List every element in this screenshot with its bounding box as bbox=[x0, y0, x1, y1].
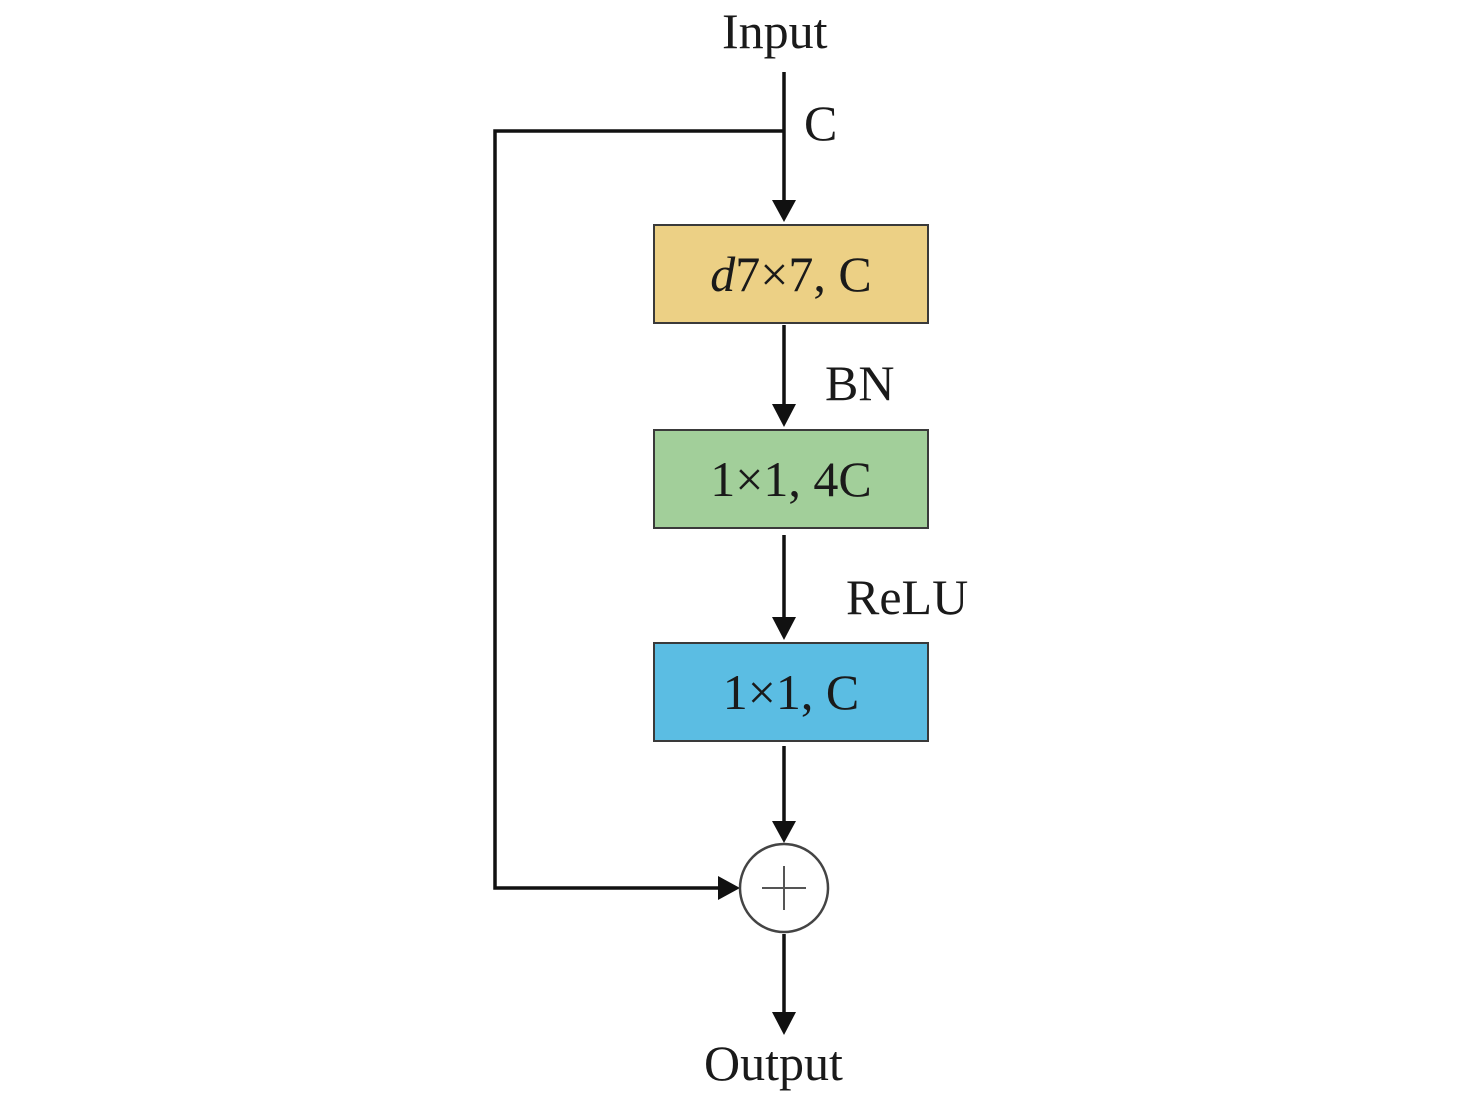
depthwise-conv-label: 7×7, C bbox=[735, 246, 872, 302]
pointwise-project-label: 1×1, C bbox=[722, 664, 860, 720]
arrow-to-output bbox=[772, 1012, 796, 1035]
plus-icon bbox=[762, 866, 806, 910]
channel-label: C bbox=[804, 95, 838, 151]
skip-connection-arrow bbox=[718, 876, 740, 900]
arrow-to-block3 bbox=[772, 617, 796, 640]
skip-connection-line bbox=[493, 129, 784, 890]
pointwise-expand-block: 1×1, 4C bbox=[653, 429, 929, 529]
input-label: Input bbox=[722, 3, 828, 59]
depthwise-prefix: d bbox=[710, 246, 736, 302]
arrow-to-block1 bbox=[772, 200, 796, 222]
bn-label: BN bbox=[825, 355, 895, 411]
pointwise-project-block: 1×1, C bbox=[653, 642, 929, 742]
output-label: Output bbox=[704, 1035, 843, 1091]
pointwise-expand-label: 1×1, 4C bbox=[710, 451, 872, 507]
relu-label: ReLU bbox=[846, 569, 969, 625]
arrow-to-adder bbox=[772, 821, 796, 843]
arrow-to-block2 bbox=[772, 404, 796, 427]
